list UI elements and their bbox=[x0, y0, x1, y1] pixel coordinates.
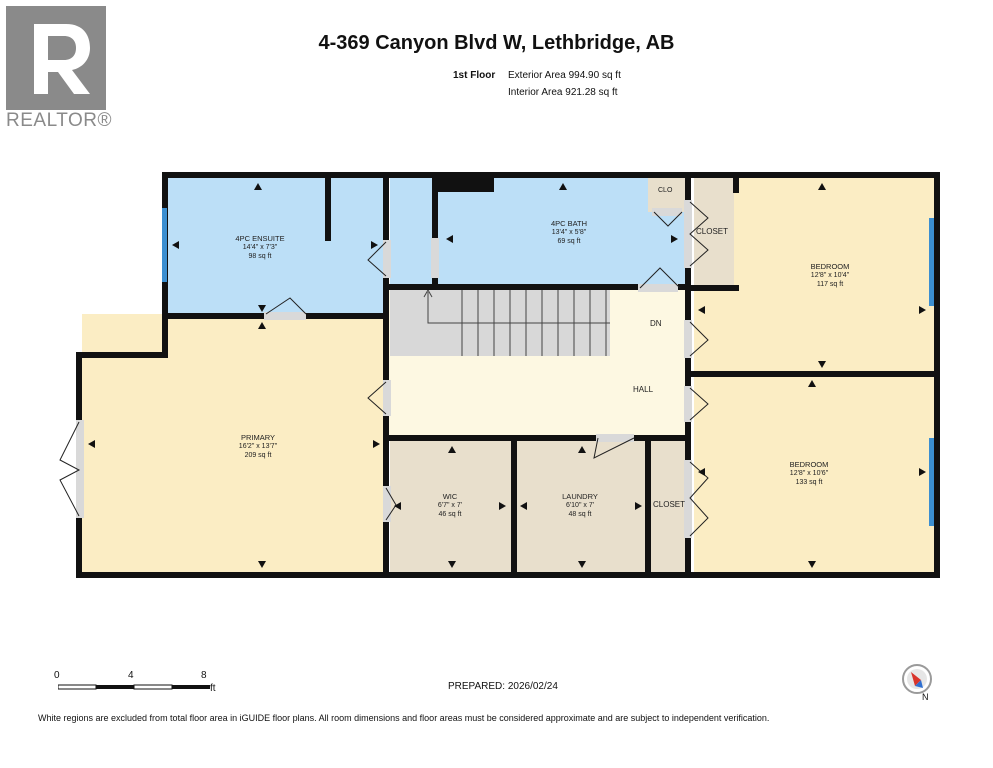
room-label-hall: HALL bbox=[633, 385, 654, 394]
room-name: 4PC BATH bbox=[550, 219, 588, 228]
room-name: BEDROOM bbox=[789, 460, 829, 469]
floor-label: 1st Floor bbox=[453, 70, 496, 81]
door-gaps bbox=[76, 200, 692, 538]
room-name: WIC bbox=[442, 492, 458, 501]
room-dimensions: 6'10" x 7' bbox=[565, 502, 595, 509]
room-label-bedroom-2: BEDROOM 12'8" x 10'6" 133 sq ft bbox=[759, 460, 859, 487]
room-name: 4PC ENSUITE bbox=[235, 234, 285, 243]
stairs-down-label: DN bbox=[650, 319, 662, 328]
room-label-bath: 4PC BATH 13'4" x 5'8" 69 sq ft bbox=[524, 219, 614, 246]
room-label-clo: CLO bbox=[658, 187, 673, 194]
interior-area: Interior Area 921.28 sq ft bbox=[508, 87, 618, 98]
room-area: 98 sq ft bbox=[248, 253, 272, 260]
room-area: 133 sq ft bbox=[795, 479, 823, 486]
scale-tick-0: 0 bbox=[54, 670, 60, 681]
compass-icon: N bbox=[900, 662, 934, 709]
room-label-laundry: LAUNDRY 6'10" x 7' 48 sq ft bbox=[540, 492, 620, 519]
scale-tick-4: 4 bbox=[128, 670, 134, 681]
windows bbox=[162, 208, 934, 526]
room-dimensions: 6'7" x 7' bbox=[437, 502, 463, 509]
dimension-arrows bbox=[88, 183, 926, 568]
realtor-logo bbox=[6, 6, 106, 110]
wic-fill bbox=[390, 440, 512, 572]
room-name: PRIMARY bbox=[240, 433, 276, 442]
room-label-closet-bottom: CLOSET bbox=[653, 500, 686, 509]
scale-tick-8: 8 bbox=[201, 670, 207, 681]
room-label-ensuite: 4PC ENSUITE 14'4" x 7'3" 98 sq ft bbox=[210, 234, 310, 261]
prepared-date: PREPARED: 2026/02/24 bbox=[448, 681, 558, 692]
room-area: 209 sq ft bbox=[244, 452, 272, 459]
room-dimensions: 12'8" x 10'4" bbox=[810, 272, 850, 279]
room-area: 69 sq ft bbox=[557, 238, 581, 245]
stair-treads bbox=[423, 288, 610, 356]
bedroom2-fill bbox=[694, 376, 934, 572]
room-dimensions: 14'4" x 7'3" bbox=[242, 244, 278, 251]
realtor-wordmark: REALTOR® bbox=[6, 110, 112, 131]
scale-unit: ft bbox=[210, 683, 216, 694]
room-label-closet-top: CLOSET bbox=[696, 227, 729, 236]
scale-bar-graphic bbox=[57, 684, 210, 690]
room-area: 48 sq ft bbox=[568, 511, 592, 518]
room-label-primary: PRIMARY 16'2" x 13'7" 209 sq ft bbox=[208, 433, 308, 460]
room-area: 117 sq ft bbox=[816, 281, 844, 288]
room-dimensions: 13'4" x 5'8" bbox=[551, 229, 587, 236]
realtor-r-logo-icon bbox=[6, 6, 106, 110]
ensuite-side-fill bbox=[390, 178, 432, 284]
property-address-title: 4-369 Canyon Blvd W, Lethbridge, AB bbox=[318, 32, 675, 54]
disclaimer-footer: White regions are excluded from total fl… bbox=[38, 713, 770, 723]
compass-north-label: N bbox=[922, 692, 929, 702]
exterior-area: Exterior Area 994.90 sq ft bbox=[508, 70, 621, 81]
room-area: 46 sq ft bbox=[438, 511, 462, 518]
room-dimensions: 12'8" x 10'6" bbox=[789, 470, 829, 477]
laundry-fill bbox=[516, 440, 646, 572]
scale-bar: 0 4 8 ft bbox=[54, 670, 228, 701]
room-name: LAUNDRY bbox=[562, 492, 598, 501]
room-label-wic: WIC 6'7" x 7' 46 sq ft bbox=[410, 492, 490, 519]
room-name: BEDROOM bbox=[810, 262, 850, 271]
clo-fill bbox=[648, 178, 686, 212]
ensuite-fill bbox=[168, 178, 386, 314]
bath-fill bbox=[438, 178, 686, 284]
closet-bottom-fill bbox=[650, 440, 688, 572]
room-label-bedroom-1: BEDROOM 12'8" x 10'4" 117 sq ft bbox=[780, 262, 880, 289]
room-dimensions: 16'2" x 13'7" bbox=[238, 443, 278, 450]
closet-top-fill-2 bbox=[694, 178, 734, 286]
